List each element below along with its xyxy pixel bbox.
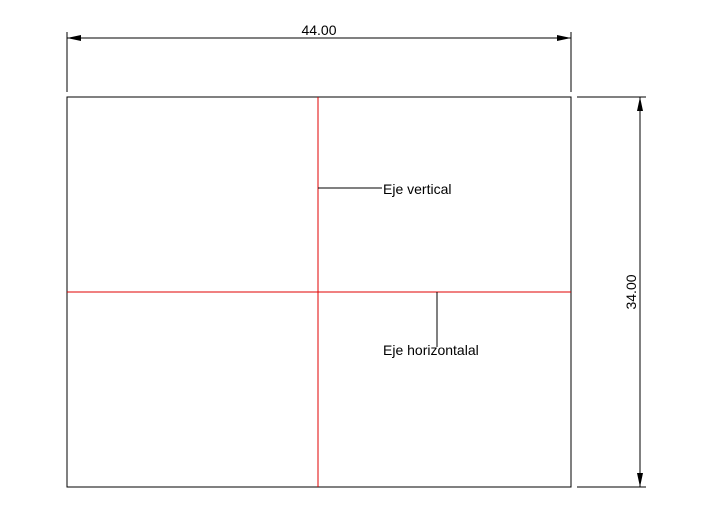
height-arrow-top: [637, 97, 643, 111]
height-dimension-label: 34.00: [623, 274, 639, 309]
width-dimension: 44.00: [66, 22, 572, 92]
vertical-axis-label: Eje vertical: [383, 181, 451, 197]
height-dimension: 34.00: [577, 96, 646, 488]
height-arrow-bottom: [637, 473, 643, 487]
width-dimension-label: 44.00: [301, 22, 336, 38]
width-arrow-right: [557, 35, 571, 41]
width-arrow-left: [67, 35, 81, 41]
horizontal-axis-label: Eje horizontalal: [383, 342, 479, 358]
